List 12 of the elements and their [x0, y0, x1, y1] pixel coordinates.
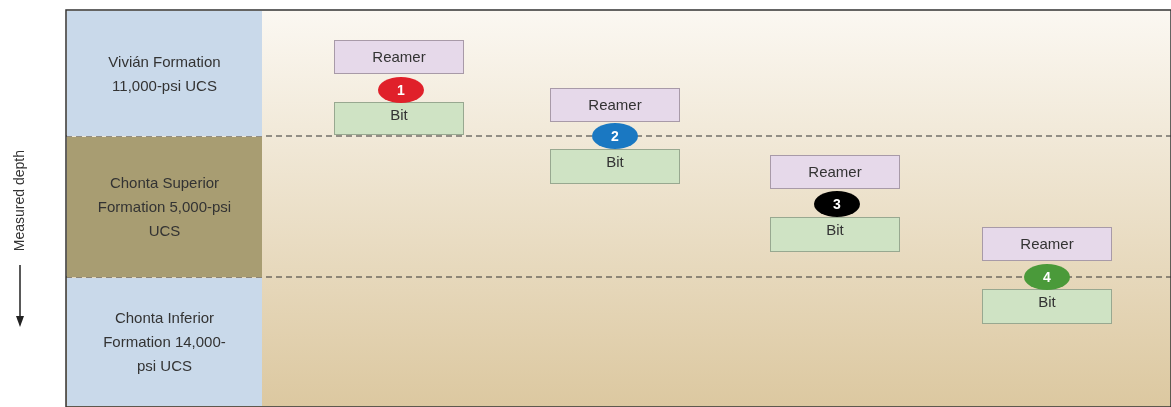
bit-box: Bit: [770, 217, 900, 252]
bit-box: Bit: [982, 289, 1112, 324]
axis-label: Measured depth: [11, 150, 27, 252]
formation-label-panel: Vivián Formation 11,000-psi UCS: [67, 11, 262, 136]
reamer-box: Reamer: [334, 40, 464, 74]
formation-label-panel: Chonta Superior Formation 5,000-psi UCS: [67, 137, 262, 277]
reamer-box: Reamer: [770, 155, 900, 189]
reamer-box: Reamer: [550, 88, 680, 122]
bit-box: Bit: [334, 102, 464, 135]
reamer-box: Reamer: [982, 227, 1112, 261]
bit-box: Bit: [550, 149, 680, 184]
formation-label-panel: Chonta Inferior Formation 14,000-psi UCS: [67, 278, 262, 406]
